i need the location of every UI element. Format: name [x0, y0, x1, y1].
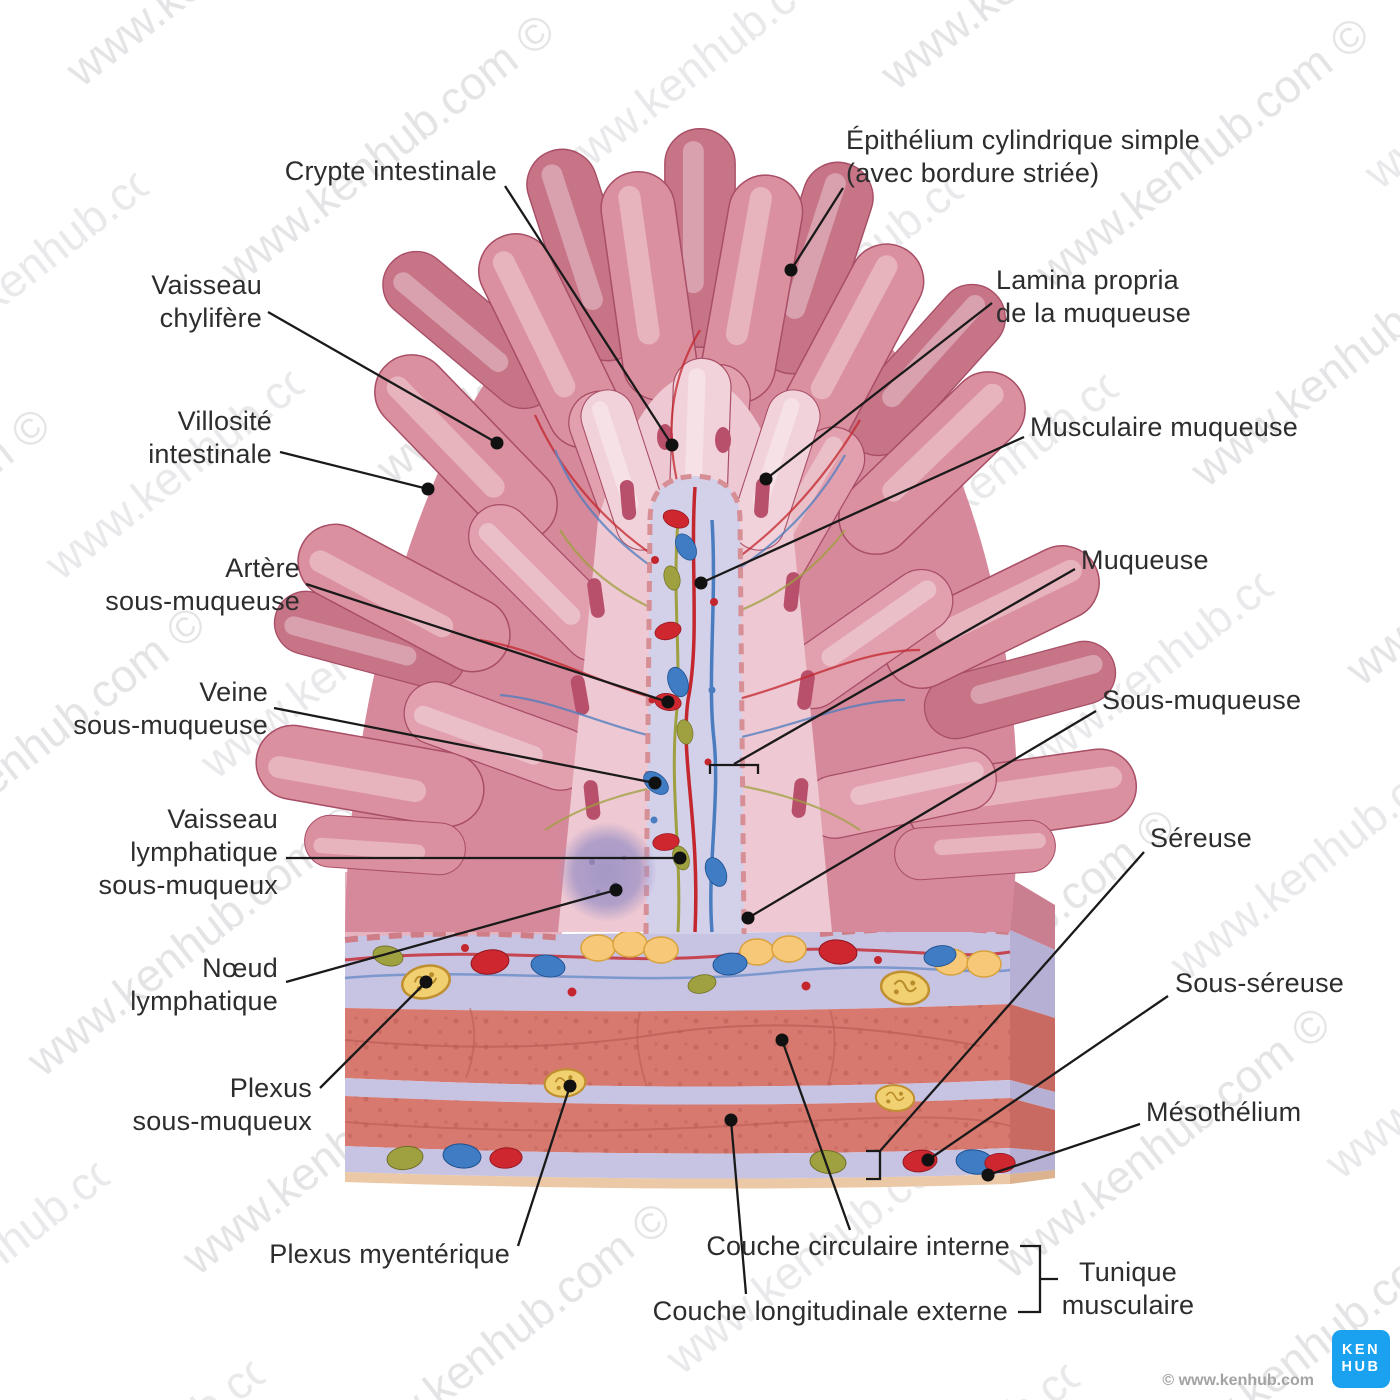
- leader-plexus-myenterique: [516, 1085, 572, 1247]
- leader-epithelium: [790, 187, 844, 271]
- leader-muqueuse: [733, 568, 1076, 765]
- serosa-line: [345, 1172, 1010, 1189]
- leader-sereuse: [879, 851, 1145, 1152]
- leader-veine: [273, 706, 656, 785]
- label-artere-sous-muqueuse: Artère sous-muqueuse: [105, 553, 300, 616]
- label-lamina-propria: Lamina propria de la muqueuse: [996, 265, 1191, 328]
- label-veine-sous-muqueuse: Veine sous-muqueuse: [73, 677, 268, 740]
- leader-sous-muqueuse: [747, 710, 1097, 919]
- label-musculaire-muqueuse: Musculaire muqueuse: [1030, 412, 1298, 442]
- lymph-node: [557, 822, 657, 922]
- leader-artere: [305, 582, 669, 704]
- leader-villosite: [279, 450, 429, 491]
- villi-dome: [249, 128, 1142, 935]
- leader-mesothelium: [987, 1122, 1141, 1177]
- submucosa-contents: [370, 930, 1002, 1009]
- kenhub-logo-line1: KEN: [1341, 1342, 1381, 1358]
- label-vaisseau-lymphatique: Vaisseau lymphatique sous-muqueux: [98, 804, 278, 900]
- leader-noeud: [285, 888, 617, 984]
- kenhub-logo-line2: HUB: [1341, 1359, 1381, 1375]
- leader-crypte: [504, 185, 673, 446]
- leader-couche-circulaire: [780, 1039, 852, 1231]
- central-channel: [638, 473, 747, 935]
- leader-lamina-propria: [765, 302, 993, 480]
- leader-couche-longitudinale: [729, 1119, 748, 1295]
- label-plexus-sous-muqueux: Plexus sous-muqueux: [132, 1073, 312, 1136]
- label-couche-circulaire: Couche circulaire interne: [706, 1231, 1010, 1261]
- label-plexus-myenterique: Plexus myentérique: [269, 1239, 510, 1269]
- label-tunique-musculaire: Tunique musculaire: [1061, 1257, 1195, 1320]
- label-sous-sereuse: Sous-séreuse: [1175, 968, 1344, 998]
- leader-vaisseau-chylifere: [267, 311, 498, 444]
- kenhub-logo[interactable]: KEN HUB: [1332, 1330, 1390, 1388]
- muscularis-mucosae-dashed: [344, 930, 563, 943]
- label-mesothelium: Mésothélium: [1146, 1097, 1302, 1127]
- label-sereuse: Séreuse: [1150, 823, 1252, 853]
- muqueuse-bracket: [708, 763, 760, 774]
- leader-plexus-sous-muqueux: [319, 981, 427, 1089]
- label-epithelium: Épithélium cylindrique simple (avec bord…: [846, 125, 1200, 188]
- block-side-face: [1010, 878, 1055, 1184]
- leader-sous-sereuse: [927, 995, 1169, 1161]
- tunique-musculaire-bracket: [1018, 1244, 1058, 1314]
- myenteric-gap: [345, 1078, 1010, 1105]
- sereuse-bracket: [866, 1149, 882, 1181]
- leader-musculaire-muqueuse: [700, 435, 1025, 585]
- copyright-text: © www.kenhub.com: [1162, 1372, 1314, 1389]
- label-noeud-lymphatique: Nœud lymphatique: [130, 953, 278, 1016]
- leader-lines: [267, 185, 1169, 1314]
- label-sous-muqueuse: Sous-muqueuse: [1102, 685, 1302, 715]
- label-couche-longitudinale: Couche longitudinale externe: [652, 1296, 1008, 1326]
- label-vaisseau-chylifere: Vaisseau chylifère: [151, 270, 262, 333]
- leader-dots: [419, 263, 995, 1182]
- label-villosite-intestinale: Villosité intestinale: [148, 406, 272, 469]
- label-crypte-intestinale: Crypte intestinale: [284, 156, 497, 186]
- label-muqueuse: Muqueuse: [1081, 545, 1209, 575]
